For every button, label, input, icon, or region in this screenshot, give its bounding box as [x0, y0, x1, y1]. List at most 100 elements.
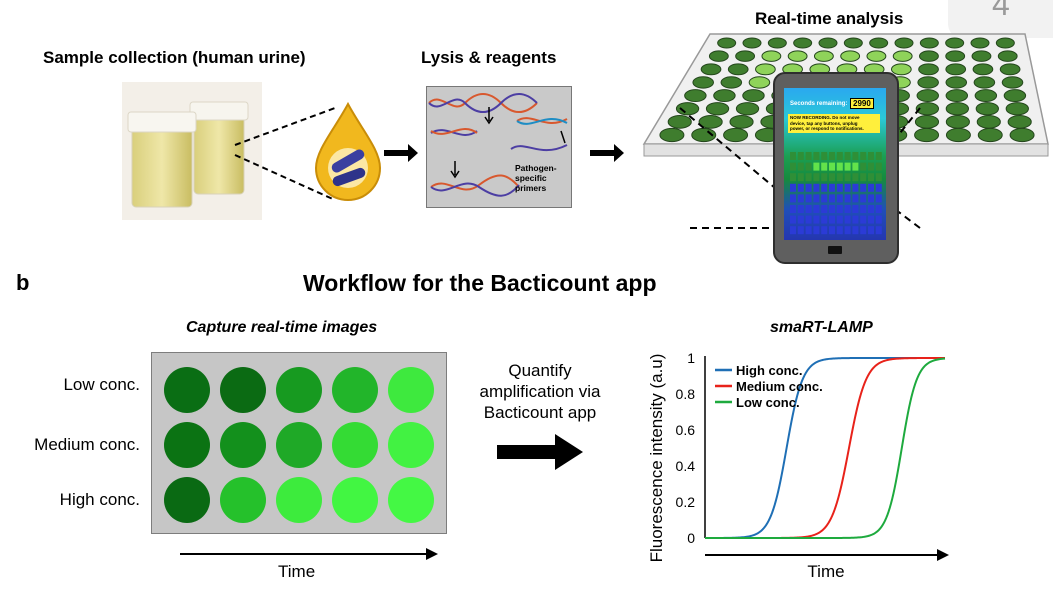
plate-well: [974, 89, 998, 102]
plate-well: [891, 63, 912, 76]
primer-note-line-1: Pathogen-: [515, 163, 557, 173]
phone-well: [875, 183, 882, 192]
chart-series-line: [705, 357, 946, 539]
phone-well: [875, 226, 882, 235]
phone-well: [844, 205, 851, 213]
phone-well: [813, 194, 820, 203]
plate-well: [713, 89, 736, 102]
plate-well: [787, 50, 808, 62]
plate-well: [813, 50, 834, 62]
phone-well: [829, 173, 835, 182]
page-number: 4: [992, 0, 1010, 22]
plate-well: [708, 50, 729, 62]
phone-well: [821, 226, 828, 235]
chart-legend-label: Medium conc.: [736, 379, 823, 394]
phone-well: [805, 194, 812, 203]
chart-legend-label: High conc.: [736, 363, 802, 378]
quantify-text: Quantify amplification via Bacticount ap…: [465, 360, 615, 423]
plate-well: [972, 63, 994, 76]
plate-well: [735, 50, 756, 62]
plate-well: [748, 76, 771, 89]
phone-well: [875, 215, 882, 224]
quantify-line-1: Quantify: [508, 361, 572, 380]
phone-well: [813, 226, 820, 235]
phone-well: [813, 152, 820, 160]
phone-well: [797, 226, 804, 235]
phone-well: [797, 173, 804, 182]
capture-well: [332, 477, 378, 523]
phone-well: [829, 162, 835, 171]
phone-well: [836, 194, 843, 203]
plate-well: [973, 76, 996, 89]
phone-well: [805, 183, 812, 192]
chart-y-tick-label: 1: [687, 350, 695, 366]
phone-well: [860, 173, 867, 182]
phone-well: [805, 215, 812, 224]
plate-well: [945, 37, 965, 49]
capture-well: [276, 477, 322, 523]
phone-well: [868, 162, 874, 171]
arrow-2: [590, 144, 624, 162]
phone-well: [805, 173, 812, 182]
phone-well: [860, 194, 867, 203]
phone-well: [790, 215, 796, 224]
phone-well: [844, 215, 851, 224]
plate-well: [977, 127, 1003, 143]
phone-well: [844, 162, 851, 171]
phone-well: [860, 162, 867, 171]
phone-well: [797, 194, 804, 203]
phone-well: [790, 205, 796, 213]
panel-b-letter: b: [16, 270, 30, 295]
phone-well: [852, 173, 859, 182]
phone-well: [813, 173, 820, 182]
capture-well: [164, 477, 210, 523]
recording-warning: NOW RECORDING. Do not move device, tap a…: [788, 114, 880, 133]
phone-well: [813, 183, 820, 192]
page-number-tab: [948, 0, 1053, 38]
phone-well: [821, 183, 828, 192]
phone-well: [790, 162, 796, 171]
phone-well: [836, 173, 843, 182]
seconds-label: Seconds remaining:: [790, 101, 848, 107]
urine-drop-with-bacteria: [314, 102, 382, 201]
step1-title: Sample collection (human urine): [43, 48, 306, 67]
phone-screen: Seconds remaining: 2990 NOW RECORDING. D…: [784, 88, 886, 240]
phone-well: [852, 215, 859, 224]
phone-well: [821, 215, 828, 224]
plate-well: [1009, 127, 1035, 143]
plate-well: [869, 37, 889, 49]
zoom-lines: [234, 107, 336, 201]
capture-well: [388, 477, 434, 523]
chart-title: smaRT-LAMP: [770, 319, 873, 336]
phone-well: [790, 226, 796, 235]
primer-note-line-2: specific: [515, 173, 547, 183]
plate-well: [945, 127, 971, 143]
plate-well: [723, 127, 749, 143]
phone-well: [790, 152, 796, 160]
plate-well: [1003, 89, 1027, 102]
phone-well: [790, 194, 796, 203]
plate-well: [975, 102, 999, 116]
phone-well: [829, 226, 835, 235]
chart-y-tick-label: 0.2: [676, 494, 696, 510]
plate-well: [971, 50, 992, 62]
phone-well: [821, 205, 828, 213]
phone-well: [805, 205, 812, 213]
phone-well: [805, 162, 812, 171]
capture-well: [164, 422, 210, 468]
plate-well: [976, 114, 1001, 129]
primer-note-line-3: primers: [515, 183, 547, 193]
capture-title: Capture real-time images: [186, 319, 378, 336]
phone-well: [836, 152, 843, 160]
phone-well: [852, 226, 859, 235]
phone-well: [790, 183, 796, 192]
plate-well: [945, 50, 966, 62]
plate-well: [729, 114, 754, 129]
phone-well: [868, 152, 874, 160]
plate-well: [761, 50, 782, 62]
plate-well: [735, 102, 760, 116]
phone-well: [875, 194, 882, 203]
phone-well: [852, 205, 859, 213]
phone-well: [821, 152, 828, 160]
phone-well: [868, 183, 874, 192]
